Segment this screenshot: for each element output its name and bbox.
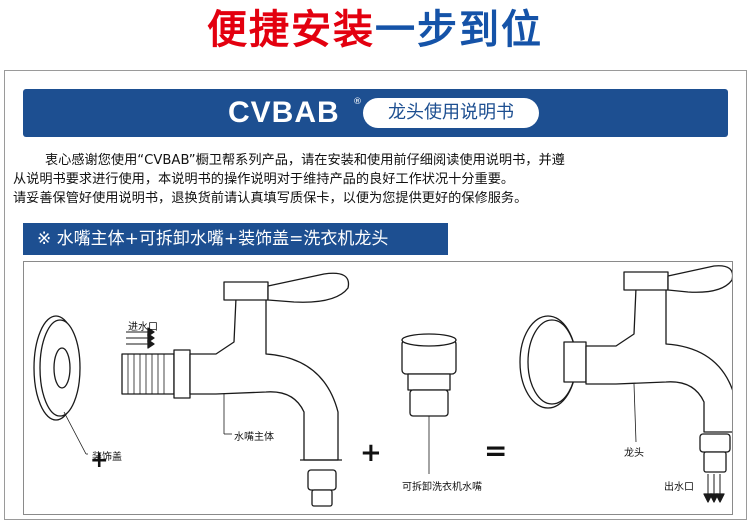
detachable-nozzle-drawing: [401, 333, 457, 474]
faucet-label: 龙头: [624, 448, 644, 459]
intro-line-1: 衷心感谢您使用“CVBAB”橱卫帮系列产品，请在安装和使用前仔细阅读使用说明书，…: [45, 153, 565, 168]
cover-label: 装饰盖: [92, 452, 122, 463]
plus-sign-1: +: [90, 448, 109, 473]
inlet-label: 进水口: [128, 322, 158, 333]
page-headline: 便捷安装一步到位: [0, 2, 750, 58]
decorative-cover-drawing: [33, 315, 88, 455]
outlet-label: 出水口: [664, 482, 694, 493]
headline-part-red: 便捷安装: [207, 7, 375, 53]
equals-sign: =: [484, 434, 508, 467]
assembly-illustration: [33, 265, 732, 507]
intro-line-2: 从说明书要求进行使用，本说明书的操作说明对于维持产品的良好工作状况十分重要。: [13, 172, 515, 187]
faucet-body-drawing: [121, 272, 350, 461]
title-banner: CVBAB ® 龙头使用说明书: [23, 89, 728, 137]
assembled-faucet-drawing: [519, 265, 732, 503]
spout-nozzle-drawing: [307, 469, 337, 507]
brand-logo: CVBAB: [228, 96, 340, 129]
plus-sign-2: +: [360, 438, 382, 468]
section-heading: ※ 水嘴主体+可拆卸水嘴+装饰盖=洗衣机龙头: [23, 223, 448, 255]
assembly-diagram: + + = 进水口 装饰盖 水嘴主体 可拆卸洗衣机水嘴 龙头 出水口: [23, 261, 733, 515]
intro-text: 衷心感谢您使用“CVBAB”橱卫帮系列产品，请在安装和使用前仔细阅读使用说明书，…: [13, 151, 743, 208]
body-label: 水嘴主体: [234, 432, 274, 443]
manual-title: 龙头使用说明书: [363, 98, 539, 128]
manual-frame: CVBAB ® 龙头使用说明书 衷心感谢您使用“CVBAB”橱卫帮系列产品，请在…: [4, 70, 747, 520]
headline-part-blue: 一步到位: [375, 7, 543, 53]
intro-line-3: 请妥善保管好使用说明书，退换货前请认真填写质保卡，以便为您提供更好的保修服务。: [13, 191, 528, 206]
registered-mark: ®: [353, 97, 362, 107]
nozzle-label: 可拆卸洗衣机水嘴: [402, 482, 482, 493]
